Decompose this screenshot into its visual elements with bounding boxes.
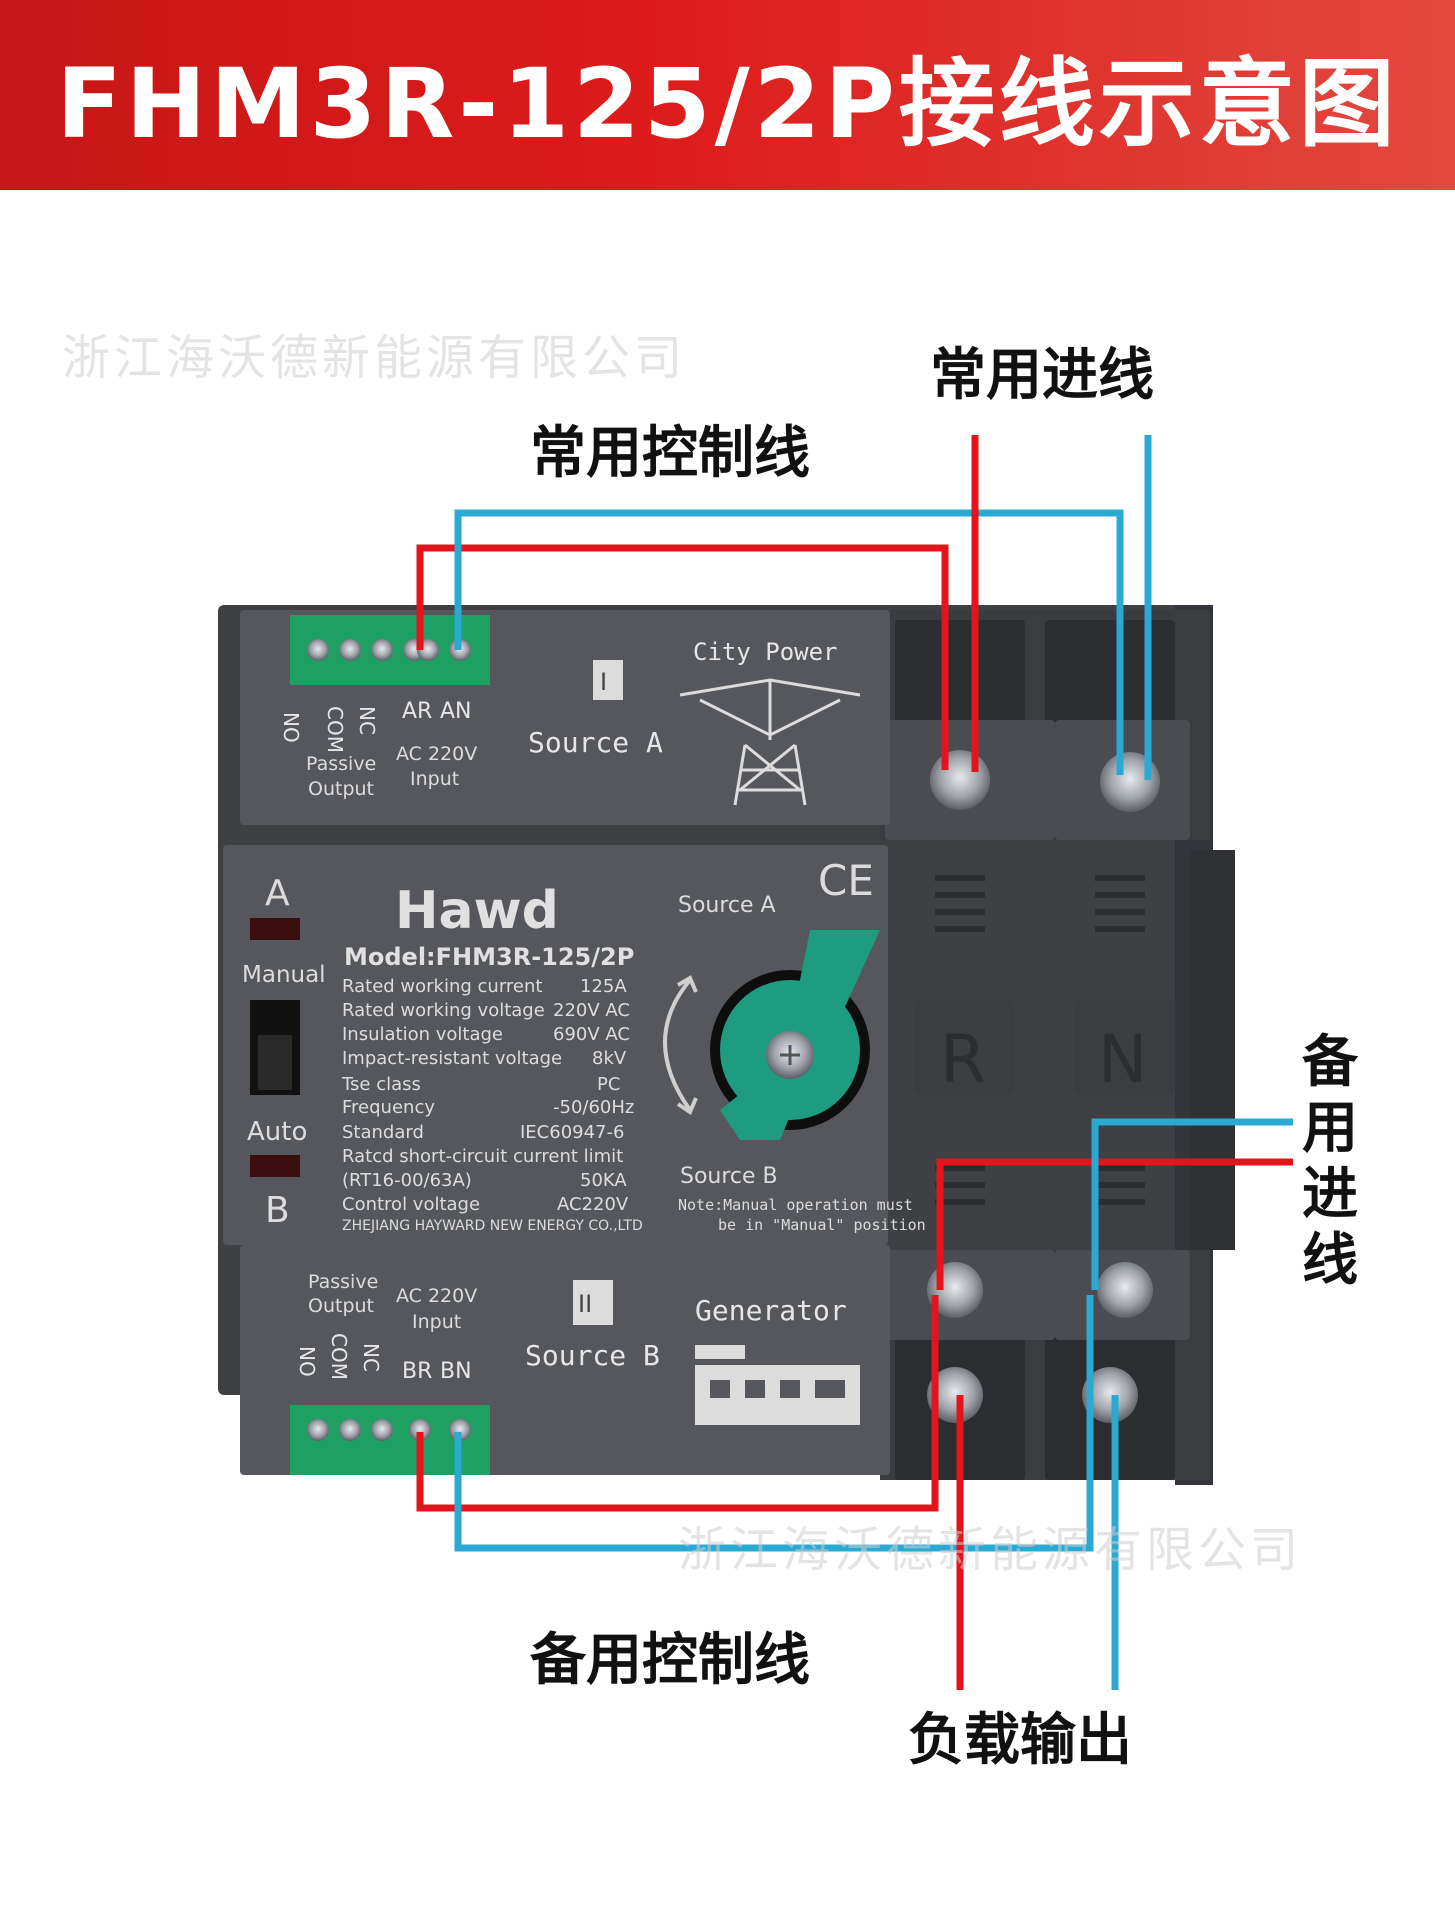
top-control-module: NO COM NC AR AN Passive Output AC 220V I…: [240, 610, 890, 825]
bottom-term-com: COM: [327, 1333, 351, 1380]
spec-value: 220V AC: [553, 1000, 630, 1021]
top-term-no: NO: [279, 712, 303, 743]
spec-value: -50/60Hz: [553, 1097, 634, 1118]
spec-label: Standard: [342, 1122, 424, 1143]
standby-incoming-blue-wire: [1091, 1118, 1293, 1290]
generator-icon: [695, 1345, 860, 1425]
common-control-red-wire: [416, 544, 949, 770]
mode-auto-label: Auto: [247, 1117, 307, 1147]
bottom-term-no: NO: [295, 1346, 319, 1377]
common-control-blue-wire: [454, 509, 1124, 775]
note-line1: Note:Manual operation must: [678, 1196, 913, 1214]
svg-text:CE: CE: [818, 856, 874, 905]
spec-label: Rated working voltage: [342, 1000, 545, 1021]
spec-value: IEC60947-6: [520, 1122, 624, 1143]
bottom-input: Input: [412, 1311, 461, 1333]
top-roman: I: [600, 668, 607, 696]
spec-value: AC220V: [557, 1194, 629, 1215]
knob-source-b-label: Source B: [680, 1164, 778, 1189]
indicator-b-label: B: [265, 1190, 290, 1231]
terminal-n-box: [1075, 1000, 1175, 1095]
callout-standby-control: 备用控制线: [530, 1628, 810, 1693]
mode-manual-label: Manual: [242, 962, 326, 988]
bottom-roman: II: [578, 1290, 592, 1318]
page-title: FHM3R-125/2P接线示意图: [56, 47, 1399, 160]
spec-value: 125A: [580, 976, 627, 997]
rotation-arrow-icon: [663, 975, 698, 1115]
bottom-source-indicator: [573, 1280, 613, 1325]
bottom-source-label: Source B: [525, 1339, 660, 1372]
top-source-label: Source A: [528, 726, 663, 759]
bottom-control-module: Passive Output AC 220V Input NO COM NC B…: [240, 1245, 890, 1475]
selector-knob[interactable]: [710, 930, 880, 1140]
spec-value: 8kV: [592, 1048, 627, 1069]
spec-label: Impact-resistant voltage: [342, 1048, 562, 1069]
top-power-label: City Power: [693, 638, 838, 666]
bottom-passive: Passive: [308, 1271, 378, 1293]
spec-value: PC: [597, 1074, 620, 1095]
knob-source-a-label: Source A: [678, 893, 776, 918]
bottom-output: Output: [308, 1295, 374, 1317]
standby-control-blue-wire: [454, 1295, 1094, 1552]
ce-mark: CE: [818, 856, 874, 905]
note-line2: be in "Manual" position: [718, 1216, 926, 1234]
bottom-ac-voltage: AC 220V: [396, 1285, 477, 1307]
top-term-nc: NC: [355, 706, 379, 735]
spec-label: (RT16-00/63A): [342, 1170, 472, 1191]
standby-incoming-red-wire: [936, 1158, 1293, 1290]
bottom-power-label: Generator: [695, 1294, 847, 1327]
spec-label: Tse class: [341, 1074, 421, 1095]
header-banner: FHM3R-125/2P接线示意图: [0, 0, 1455, 190]
main-panel: A Manual Auto B Hawd Model:FHM3R-125/2P …: [223, 845, 1175, 1245]
top-term-an: AN: [440, 699, 472, 724]
top-term-ar: AR: [402, 699, 432, 724]
watermark-bottom: 浙江海沃德新能源有限公司: [678, 1522, 1303, 1578]
bottom-terminal-screws: [307, 1419, 471, 1441]
manufacturer-label: ZHEJIANG HAYWARD NEW ENERGY CO.,LTD: [342, 1218, 643, 1234]
callout-common-control: 常用控制线: [530, 421, 810, 486]
top-passive: Passive: [306, 753, 376, 775]
bottom-term-bn: BN: [440, 1359, 472, 1384]
callout-standby-incoming: 备用进线: [1302, 1030, 1358, 1293]
indicator-a-light: [250, 918, 300, 940]
bottom-term-br: BR: [402, 1359, 432, 1384]
top-input: Input: [410, 768, 459, 790]
wires: [416, 435, 1293, 1690]
power-tower-icon: [679, 678, 861, 806]
standby-control-red-wire: [416, 1295, 939, 1512]
terminal-r-box: [915, 1000, 1015, 1095]
top-term-com: COM: [323, 706, 347, 753]
spec-value: 50KA: [580, 1170, 627, 1191]
indicator-b-light: [250, 1155, 300, 1177]
terminal-n-label: N: [1098, 1021, 1147, 1098]
spec-label: Rated working current: [342, 976, 542, 997]
spec-label: Insulation voltage: [342, 1024, 503, 1045]
callout-common-incoming: 常用进线: [930, 343, 1154, 408]
top-output: Output: [308, 778, 374, 800]
spec-label: Frequency: [342, 1097, 435, 1118]
watermark-top: 浙江海沃德新能源有限公司: [62, 330, 687, 386]
callout-load-output: 负载输出: [908, 1708, 1132, 1773]
model-label: Model:FHM3R-125/2P: [344, 943, 634, 971]
spec-list: Rated working current 125A Rated working…: [341, 976, 634, 1215]
vent-slots: [935, 875, 1145, 1205]
spec-label: Ratcd short-circuit current limit: [342, 1146, 623, 1167]
top-source-indicator: [593, 660, 623, 700]
indicator-a-label: A: [265, 873, 290, 914]
spec-label: Control voltage: [342, 1194, 480, 1215]
brand-logo: Hawd: [395, 881, 559, 941]
top-ac-voltage: AC 220V: [396, 743, 477, 765]
spec-value: 690V AC: [553, 1024, 630, 1045]
terminal-r-label: R: [940, 1021, 986, 1098]
bottom-term-nc: NC: [359, 1343, 383, 1372]
